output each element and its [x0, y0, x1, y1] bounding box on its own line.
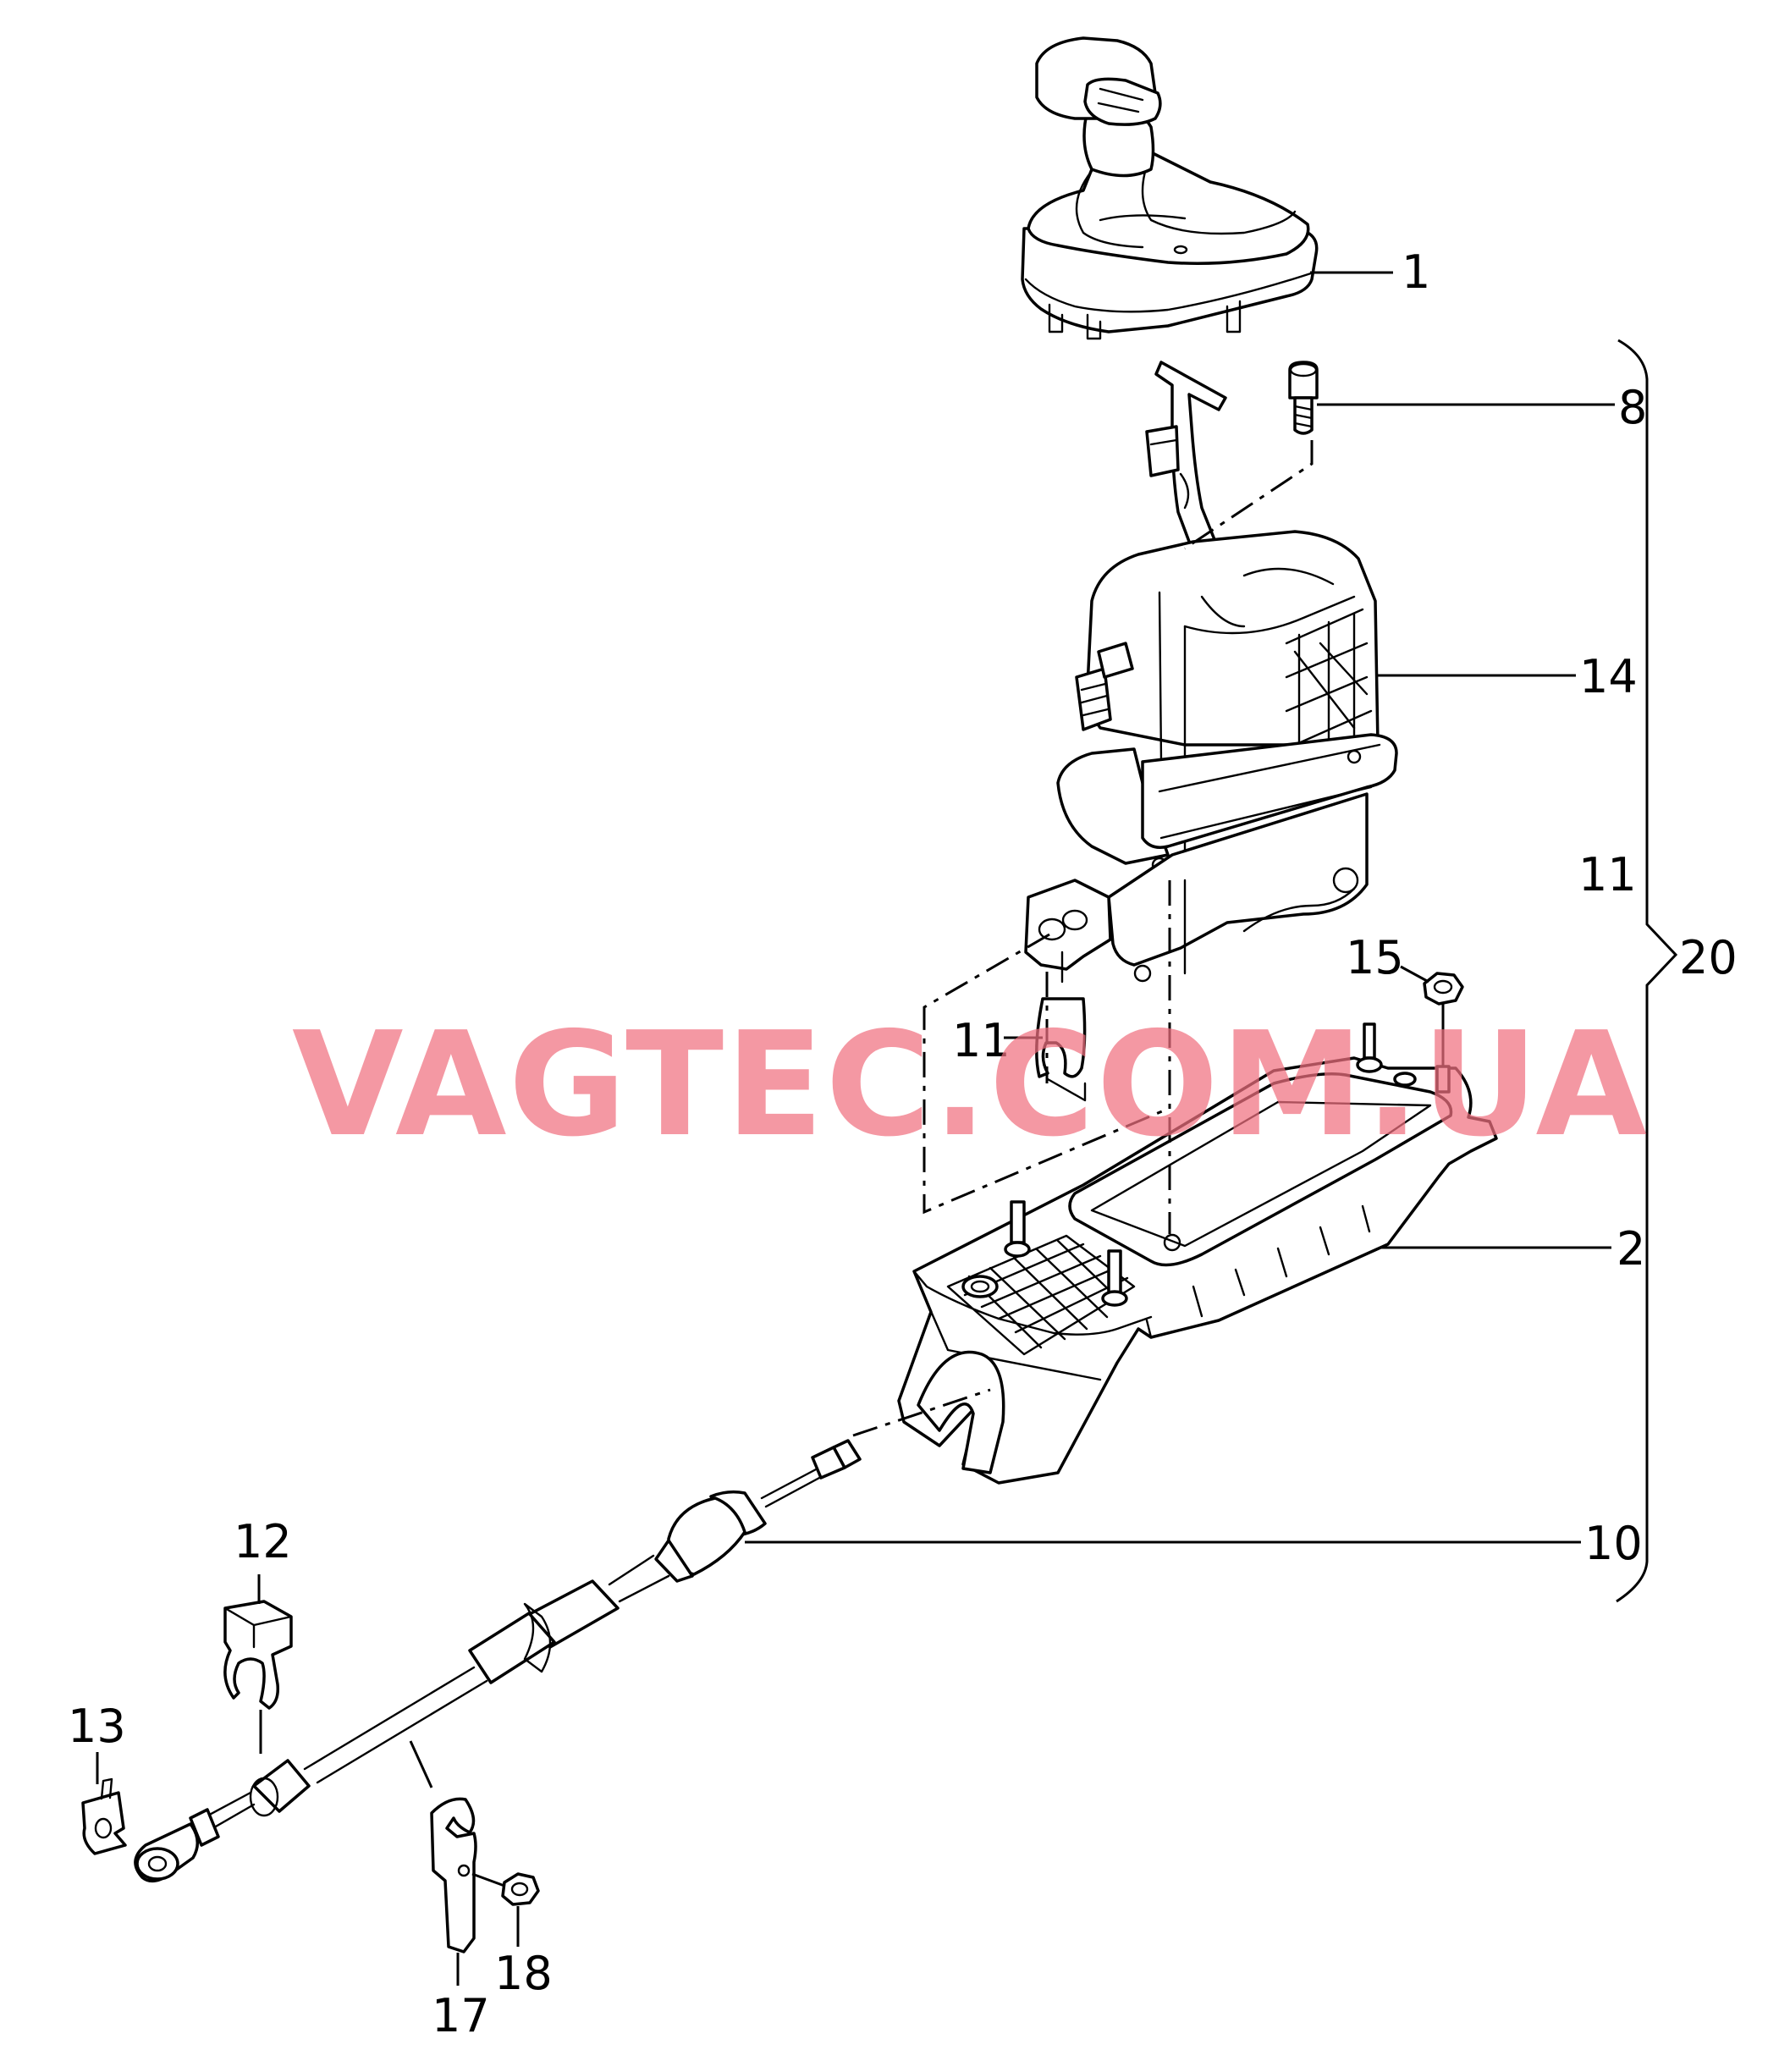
part-8-bolt — [1288, 361, 1319, 435]
leader-18-link — [471, 1872, 505, 1887]
part-10-selector-cable — [134, 1439, 862, 1883]
callout-15: 15 — [1346, 931, 1404, 984]
leader-15 — [1400, 965, 1429, 984]
group-bracket-20 — [1616, 339, 1678, 1603]
callout-2: 2 — [1617, 1222, 1645, 1276]
leader-17-upper — [409, 1740, 433, 1788]
part-17-bracket — [430, 1797, 477, 1954]
part-15-nut — [1423, 972, 1464, 1006]
part-14-selector-mechanism — [1024, 361, 1398, 984]
callout-8: 8 — [1618, 381, 1647, 434]
part-12-clip — [223, 1600, 293, 1710]
watermark-text: VAGTEC.COM.UA — [292, 1001, 1649, 1169]
callout-1: 1 — [1402, 245, 1430, 299]
callout-20: 20 — [1679, 931, 1738, 984]
callout-13: 13 — [68, 1700, 126, 1753]
callout-18: 18 — [494, 1947, 553, 2000]
assembly-lines — [852, 440, 1314, 1437]
callout-12: 12 — [234, 1515, 292, 1568]
callout-10: 10 — [1584, 1517, 1643, 1570]
callout-11-right: 11 — [1578, 848, 1637, 901]
callout-11-left: 11 — [952, 1014, 1011, 1067]
part-11-clip — [1035, 997, 1087, 1102]
callout-14: 14 — [1579, 650, 1638, 703]
part-1-gear-knob-boot — [1021, 36, 1319, 340]
part-2-base-bracket — [897, 1022, 1498, 1485]
callout-17: 17 — [432, 1989, 490, 2042]
part-13-clip — [81, 1777, 127, 1855]
part-18-nut — [501, 1872, 540, 1906]
